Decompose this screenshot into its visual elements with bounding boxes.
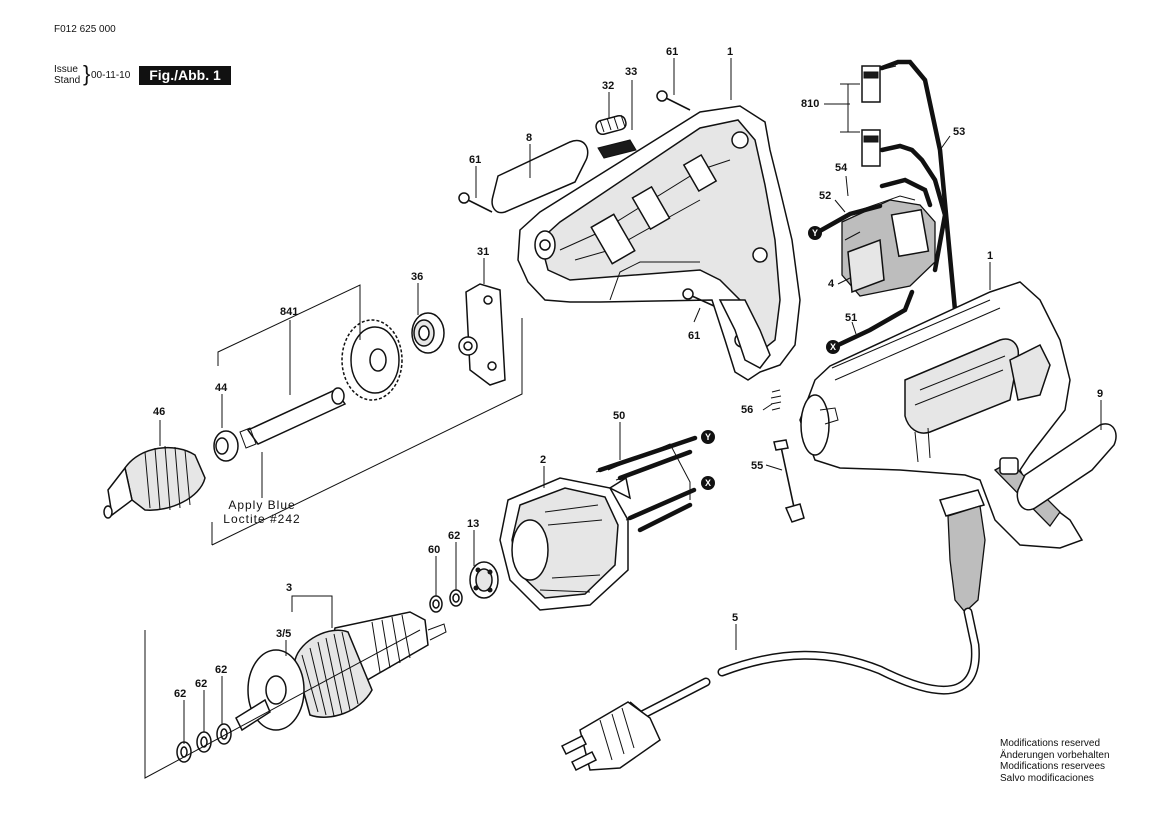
part-label: 52 [819, 190, 832, 202]
assembled-drill-icon [799, 281, 1084, 549]
part-label: 8 [526, 132, 533, 144]
part-label: 62 [448, 530, 461, 542]
spring-icon [770, 389, 782, 411]
connection-marker-x: X [701, 476, 715, 490]
modifications-line: Modifications reservees [1000, 761, 1106, 772]
part-label: 2 [540, 454, 547, 466]
part-label: 1 [727, 46, 734, 58]
part-label: 3/5 [276, 628, 292, 640]
part-label: 62 [215, 664, 228, 676]
part-label: 55 [751, 460, 764, 472]
spindle-icon [213, 387, 347, 462]
part-label: 4 [828, 278, 835, 290]
label-plate-icon [1016, 423, 1117, 511]
part-label: 1 [987, 250, 994, 262]
brush-icon [861, 129, 948, 273]
wire-icon [597, 435, 698, 473]
power-cord-icon [717, 607, 980, 695]
part-label: 810 [801, 98, 820, 110]
issue-label: Issue [54, 64, 78, 75]
part-label: 53 [953, 126, 966, 138]
part-label: 60 [428, 544, 441, 556]
loctite-note-line1: Apply Blue [228, 498, 296, 512]
document-number: F012 625 000 [54, 24, 116, 35]
nameplate-icon [491, 139, 589, 214]
part-label: 46 [153, 406, 166, 418]
part-label: 61 [666, 46, 679, 58]
figure-badge: Fig./Abb. 1 [139, 66, 231, 85]
connection-marker-x: X [826, 340, 840, 354]
bearing-plate-icon [465, 283, 506, 386]
part-label: 31 [477, 246, 490, 258]
part-label: 50 [613, 410, 626, 422]
part-label: 61 [469, 154, 482, 166]
stand-label: Stand [54, 75, 81, 86]
part-label: 44 [215, 382, 228, 394]
modifications-notice: Modifications reserved Änderungen vorbeh… [1000, 738, 1110, 784]
part-label: 56 [741, 404, 754, 416]
loctite-note-line2: Loctite #242 [223, 512, 301, 526]
part-label: 13 [467, 518, 480, 530]
part-label: 841 [280, 306, 299, 318]
part-label: 51 [845, 312, 858, 324]
leader-lines [159, 58, 1102, 744]
part-label: 33 [625, 66, 638, 78]
housing-half-icon [517, 105, 801, 381]
modifications-line: Änderungen vorbehalten [1000, 749, 1110, 761]
screw-icon [656, 90, 691, 111]
field-stator-icon [499, 476, 632, 611]
bracket-3 [291, 595, 333, 628]
screw-icon [458, 192, 493, 213]
modifications-line: Salvo modificaciones [1000, 772, 1094, 784]
connection-marker-y: Y [808, 226, 822, 240]
pad-icon [597, 139, 637, 159]
part-label: 32 [602, 80, 615, 92]
bearing-icon [411, 312, 445, 354]
brush-icon [861, 59, 958, 313]
screw-icon [682, 288, 715, 307]
part-label: 62 [174, 688, 187, 700]
part-label: 61 [688, 330, 701, 342]
part-label: 5 [732, 612, 739, 624]
chuck-icon [103, 445, 206, 519]
part-label: 9 [1097, 388, 1104, 400]
modifications-line: Modifications reserved [1000, 738, 1101, 749]
switch-icon [841, 195, 936, 297]
commutator-end-icon [469, 561, 499, 599]
part-label: 62 [195, 678, 208, 690]
loctite-note: Apply Blue Loctite #242 [210, 498, 314, 526]
connection-marker-y: Y [701, 430, 715, 444]
carbon-brush-rod-icon [773, 439, 805, 523]
issue-date: 00-11-10 [91, 70, 131, 81]
part-label: 54 [835, 162, 848, 174]
power-plug-icon [560, 701, 661, 772]
brace-glyph: } [83, 61, 91, 86]
cord-protector-icon [939, 489, 986, 613]
armature-icon [235, 611, 447, 732]
part-label: 36 [411, 271, 424, 283]
part-label: 3 [286, 582, 293, 594]
gear-icon [341, 319, 403, 401]
spring-part-icon [595, 114, 627, 136]
